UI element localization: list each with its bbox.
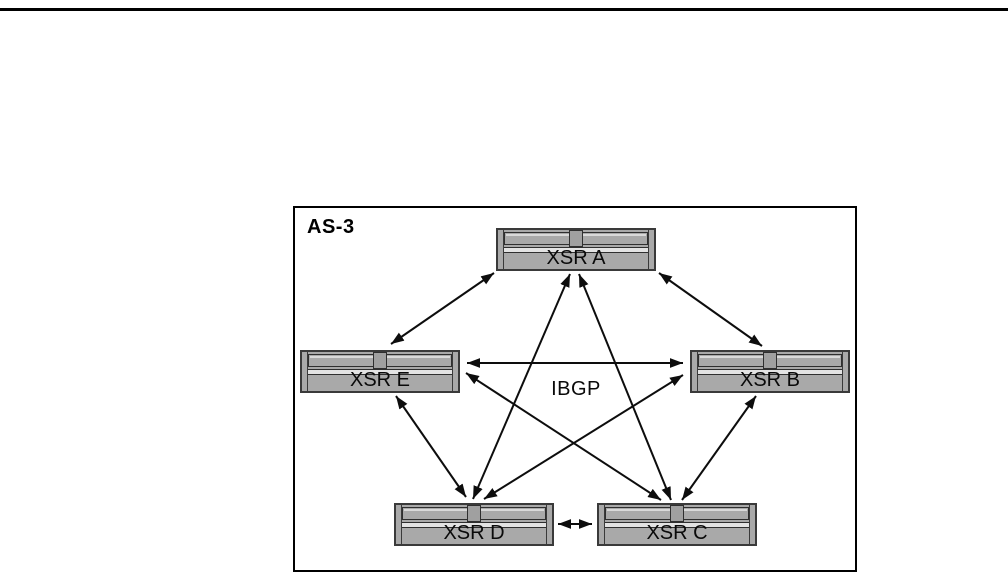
- chassis-right-cap: [842, 352, 843, 391]
- router-xsr-c: XSR C: [597, 503, 757, 546]
- chassis-left-cap: [503, 230, 504, 269]
- link-e-d: [395, 395, 467, 498]
- chassis-center-tab: [467, 505, 481, 522]
- router-label: XSR E: [349, 369, 411, 391]
- chassis-groove: [605, 522, 749, 528]
- router-label: XSR D: [443, 522, 505, 544]
- chassis-groove: [402, 522, 546, 528]
- link-b-d: [483, 374, 684, 500]
- router-xsr-d: XSR D: [394, 503, 554, 546]
- router-label: XSR C: [646, 522, 708, 544]
- chassis-left-cap: [307, 352, 308, 391]
- chassis-left-cap: [604, 505, 605, 544]
- chassis-center-tab: [670, 505, 684, 522]
- page-top-rule: [0, 8, 1008, 11]
- chassis-right-cap: [546, 505, 547, 544]
- chassis-groove: [308, 369, 452, 375]
- link-a-b: [658, 272, 763, 347]
- router-label: XSR B: [739, 369, 801, 391]
- chassis-left-cap: [401, 505, 402, 544]
- chassis-groove: [698, 369, 842, 375]
- ibgp-label: IBGP: [551, 378, 601, 400]
- link-e-a: [390, 272, 495, 345]
- router-xsr-a: XSR A: [496, 228, 656, 271]
- chassis-center-tab: [373, 352, 387, 369]
- chassis-right-cap: [648, 230, 649, 269]
- router-xsr-b: XSR B: [690, 350, 850, 393]
- router-label: XSR A: [546, 247, 606, 269]
- chassis-center-tab: [763, 352, 777, 369]
- link-b-c: [681, 395, 757, 501]
- as-label: AS-3: [307, 216, 355, 238]
- chassis-right-cap: [749, 505, 750, 544]
- chassis-left-cap: [697, 352, 698, 391]
- router-xsr-e: XSR E: [300, 350, 460, 393]
- chassis-right-cap: [452, 352, 453, 391]
- chassis-center-tab: [569, 230, 583, 247]
- chassis-groove: [504, 247, 648, 253]
